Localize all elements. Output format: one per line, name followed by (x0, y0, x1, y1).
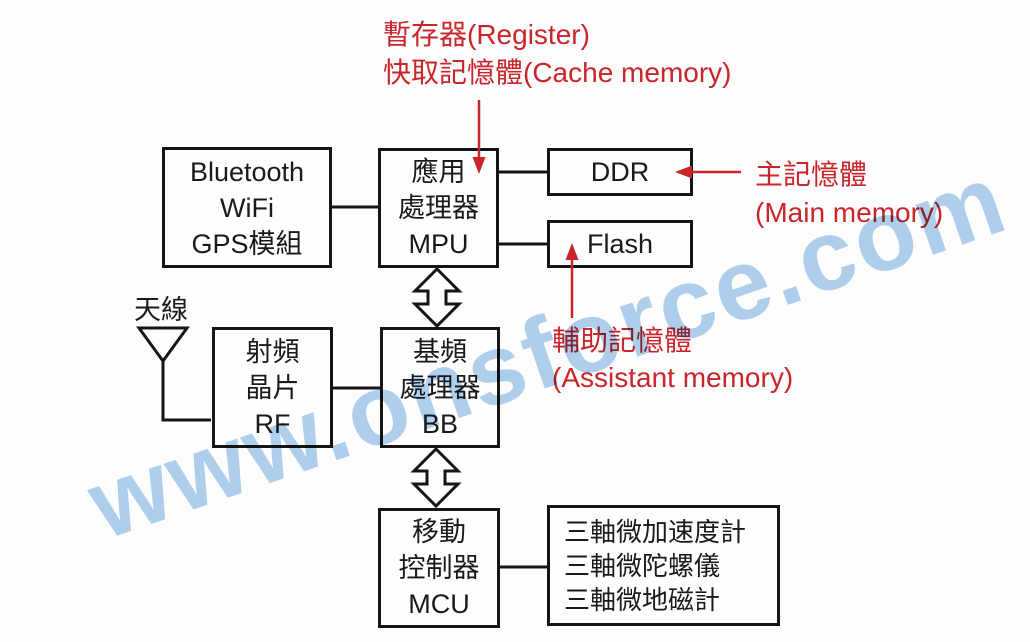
annotation-main-memory: 主記憶體 (Main memory) (755, 156, 943, 232)
block-label: MCU (408, 589, 470, 619)
block-label: 射頻 (245, 336, 300, 367)
block-label: 處理器 (399, 372, 481, 403)
annotation-line: (Assistant memory) (552, 362, 794, 393)
antenna-label: 天線 (134, 295, 188, 325)
block-label: Flash (586, 229, 654, 259)
block-mobile-controller-mcu: 移動 控制器 MCU (378, 508, 500, 628)
block-label: 控制器 (398, 553, 480, 583)
block-rf-chip: 射頻 晶片 RF (212, 327, 333, 448)
annotation-line: (Main memory) (755, 197, 944, 228)
block-three-axis-sensors: 三軸微加速度計 三軸微陀螺儀 三軸微地磁計 (547, 505, 780, 626)
block-label: 基頻 (413, 336, 467, 367)
block-label: RF (254, 408, 291, 439)
block-label: 三軸微加速度計 (564, 516, 747, 547)
annotation-line: 輔助記憶體 (552, 325, 693, 356)
block-label: WiFi (220, 192, 274, 223)
annotation-assistant-memory: 輔助記憶體 (Assistant memory) (552, 322, 793, 396)
block-label: DDR (590, 157, 650, 187)
antenna-feed-line (161, 361, 211, 422)
block-label: MPU (408, 229, 469, 259)
block-label: 應用 (411, 157, 466, 187)
block-label: BB (421, 408, 459, 439)
annotation-line: 主記憶體 (755, 159, 868, 190)
bb-mcu-double-arrow-icon (410, 446, 462, 509)
block-label: 移動 (412, 517, 466, 547)
block-label: 晶片 (245, 372, 300, 403)
block-label: Bluetooth (189, 156, 305, 187)
block-label: 處理器 (398, 193, 479, 223)
block-baseband-processor-bb: 基頻 處理器 BB (380, 327, 500, 448)
block-application-processor-mpu: 應用 處理器 MPU (378, 148, 499, 268)
block-ddr: DDR (547, 148, 693, 196)
annotation-register-cache: 暫存器(Register) 快取記憶體(Cache memory) (383, 16, 731, 92)
mpu-bb-double-arrow-icon (411, 266, 463, 329)
block-label: 三軸微地磁計 (564, 584, 721, 615)
annotation-line: 快取記憶體(Cache memory) (383, 57, 732, 88)
block-label: GPS模組 (191, 228, 303, 259)
annotation-line: 暫存器(Register) (383, 19, 590, 50)
block-flash: Flash (547, 220, 693, 268)
block-bluetooth-wifi-gps: Bluetooth WiFi GPS模組 (162, 147, 332, 268)
antenna-icon (136, 326, 190, 364)
block-label: 三軸微陀螺儀 (564, 550, 721, 581)
